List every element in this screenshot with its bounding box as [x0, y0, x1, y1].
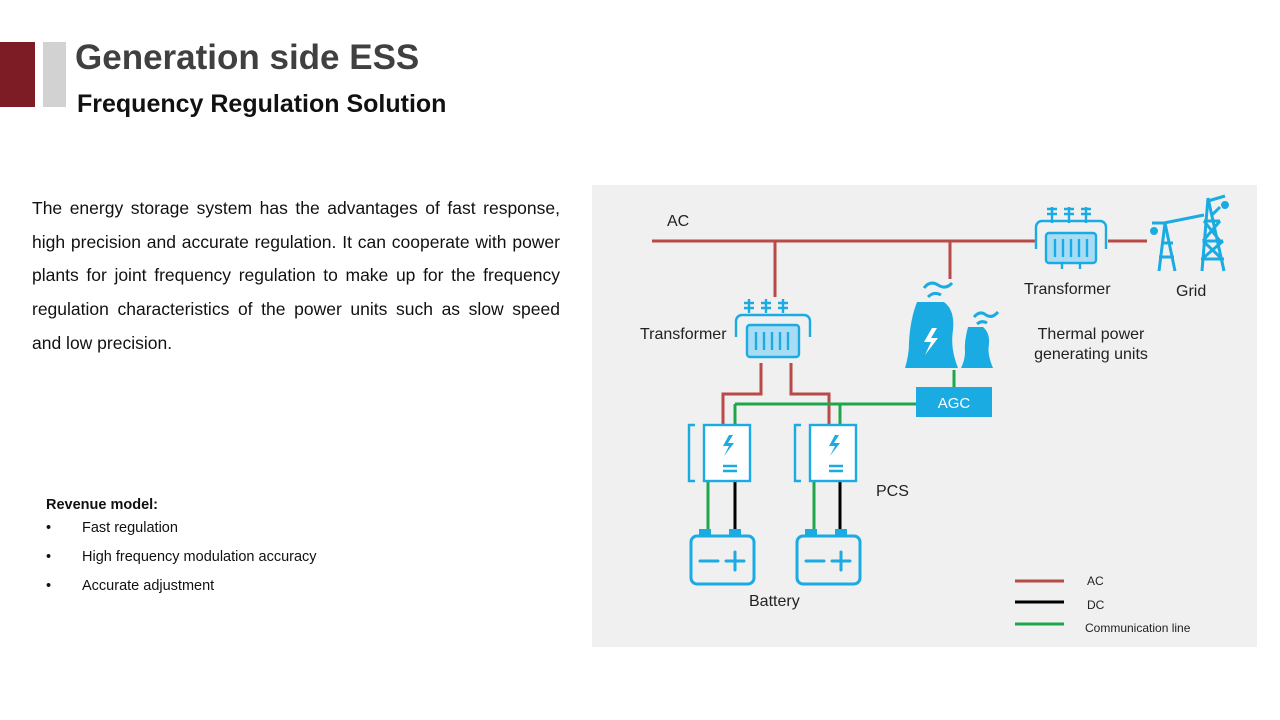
page-title: Generation side ESS	[75, 38, 420, 77]
battery-icon	[689, 529, 756, 586]
transformer-top-label: Transformer	[1024, 281, 1111, 298]
list-item: • High frequency modulation accuracy	[46, 548, 317, 577]
transformer-left-icon	[734, 299, 812, 359]
battery-label: Battery	[749, 593, 800, 610]
diagram-canvas: AGC AC Transformer Grid Transformer Ther…	[640, 194, 1229, 635]
thermal-power-plant-icon	[905, 281, 1000, 368]
revenue-model: Revenue model: • Fast regulation • High fr…	[46, 497, 317, 606]
legend: AC DC Communication line	[1015, 574, 1191, 635]
header-accent-bar-gray	[43, 42, 66, 107]
intro-paragraph: The energy storage system has the advant…	[32, 198, 560, 353]
bullet: •	[46, 520, 52, 536]
transformer-left-label: Transformer	[640, 326, 727, 343]
ac-lines	[652, 239, 1147, 425]
legend-label: Communication line	[1085, 621, 1191, 635]
grid-label: Grid	[1176, 283, 1206, 300]
pcs-icon	[793, 423, 858, 483]
ac-label: AC	[667, 213, 689, 230]
agc-box	[916, 387, 992, 417]
transformer-top-icon	[1034, 207, 1108, 269]
bullet: •	[46, 578, 52, 594]
thermal-label-line1: Thermal power	[1038, 326, 1145, 343]
grid-tower-icon	[1150, 194, 1229, 272]
revenue-item-label: High frequency modulation accuracy	[82, 549, 317, 565]
battery-icon	[795, 529, 862, 586]
pcs-label: PCS	[876, 483, 909, 500]
revenue-list: • Fast regulation • High frequency modulat…	[46, 519, 317, 606]
thermal-label-line2: generating units	[1034, 346, 1148, 363]
bullet: •	[46, 549, 52, 565]
pcs-icon	[687, 423, 752, 483]
dc-lines	[733, 482, 842, 533]
comm-lines	[706, 370, 956, 533]
list-item: • Accurate adjustment	[46, 577, 317, 606]
frequency-regulation-diagram: AGC AC Transformer Grid Transformer Ther…	[592, 185, 1257, 647]
page-subtitle: Frequency Regulation Solution	[77, 90, 447, 118]
revenue-item-label: Fast regulation	[82, 520, 178, 536]
legend-label: DC	[1087, 598, 1105, 612]
revenue-item-label: Accurate adjustment	[82, 578, 215, 594]
ac-line-pcs-2	[789, 363, 831, 425]
ac-line-pcs-1	[721, 363, 763, 425]
agc-label: AGC	[938, 395, 971, 412]
revenue-title: Revenue model:	[46, 497, 158, 513]
header-accent-bar	[0, 42, 35, 107]
legend-label: AC	[1087, 574, 1104, 588]
list-item: • Fast regulation	[46, 519, 317, 548]
